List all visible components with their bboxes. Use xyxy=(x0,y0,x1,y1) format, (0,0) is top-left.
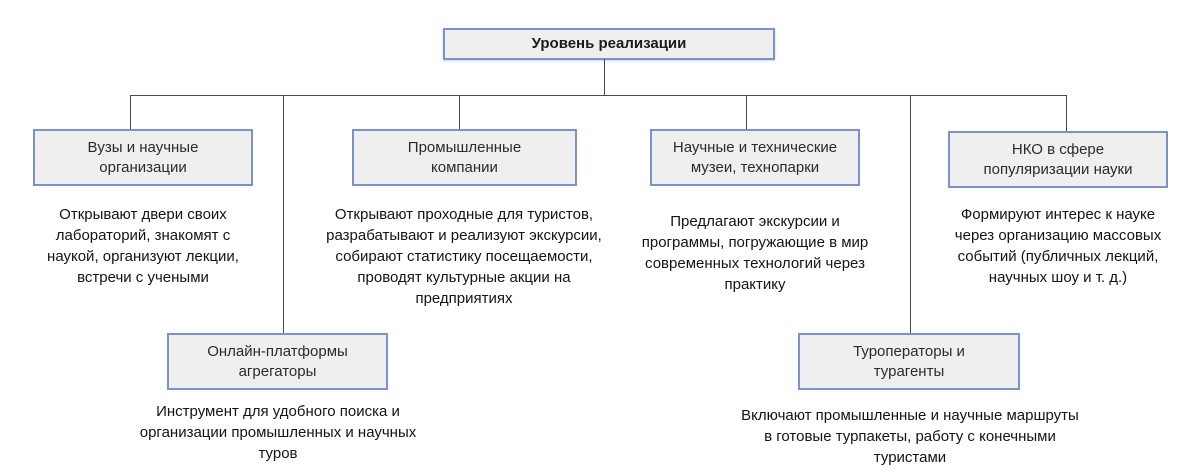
connector-drop-museums xyxy=(746,95,747,129)
connector-drop-platforms xyxy=(283,95,284,333)
node-universities-description: Открывают двери своих лабораторий, знако… xyxy=(47,206,239,286)
node-companies: Промышленные компании xyxy=(352,129,577,186)
node-nko-description: Формируют интерес к науке через организа… xyxy=(954,206,1162,286)
connector-horizontal-bus xyxy=(130,95,1067,96)
node-museums-description: Предлагают экскурсии и программы, погруж… xyxy=(641,213,869,293)
connector-drop-universities xyxy=(130,95,131,129)
node-universities-label: Вузы и научные организации xyxy=(87,138,199,176)
node-platforms-description: Инструмент для удобного поиска и организ… xyxy=(139,403,417,462)
node-platforms: Онлайн-платформы агрегаторы xyxy=(167,333,388,390)
connector-root-trunk xyxy=(604,59,605,95)
node-touroperators-label: Туроператоры и турагенты xyxy=(853,342,965,380)
node-root: Уровень реализации xyxy=(443,28,775,60)
node-touroperators: Туроператоры и турагенты xyxy=(798,333,1020,390)
node-nko-label: НКО в сфере популяризации науки xyxy=(983,140,1133,178)
node-nko: НКО в сфере популяризации науки xyxy=(948,131,1168,188)
connector-drop-companies xyxy=(459,95,460,129)
node-platforms-label: Онлайн-платформы агрегаторы xyxy=(207,342,348,380)
node-companies-label: Промышленные компании xyxy=(407,138,522,176)
connector-drop-nko xyxy=(1066,95,1067,131)
node-touroperators-description: Включают промышленные и научные маршруты… xyxy=(741,407,1079,466)
node-root-label: Уровень реализации xyxy=(531,35,687,52)
node-companies-description: Открывают проходные для туристов, разраб… xyxy=(326,206,602,307)
node-museums-label: Научные и технические музеи, технопарки xyxy=(672,138,838,176)
node-museums: Научные и технические музеи, технопарки xyxy=(650,129,860,186)
node-universities: Вузы и научные организации xyxy=(33,129,253,186)
connector-drop-touroperators xyxy=(910,95,911,333)
